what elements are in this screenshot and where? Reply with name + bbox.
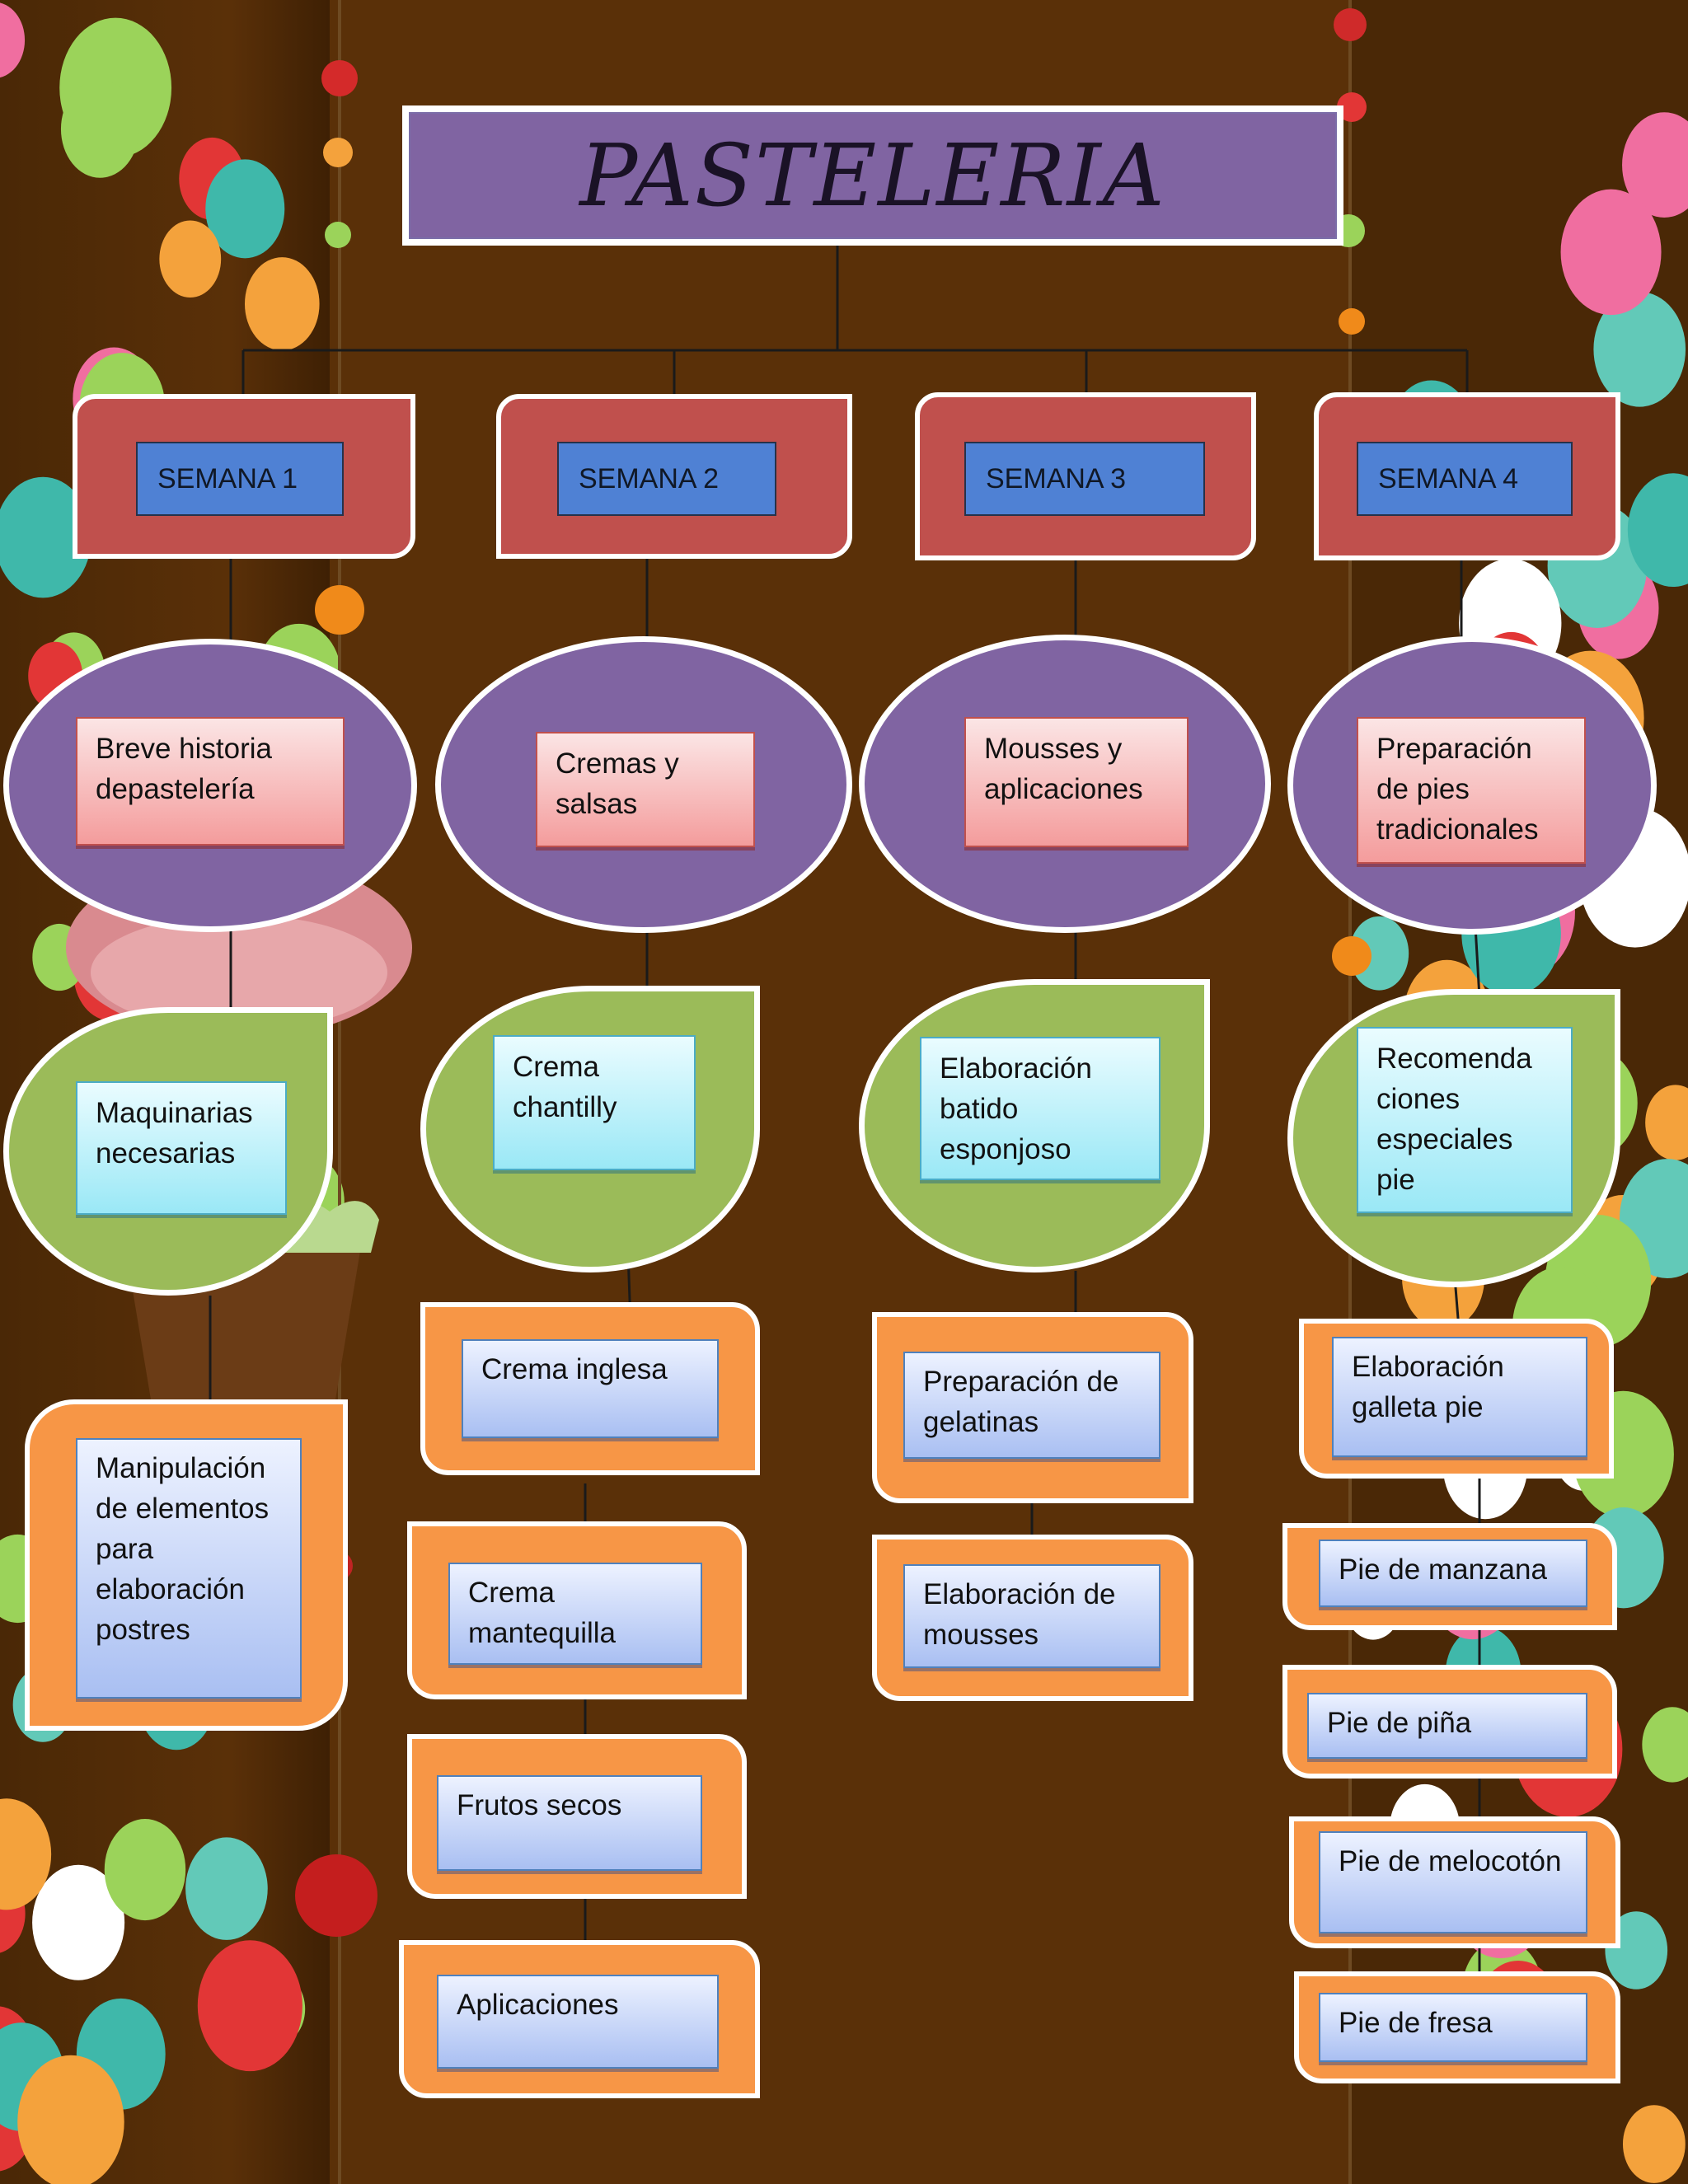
subtopic-label-3: Elaboración batido esponjoso <box>920 1037 1160 1180</box>
item-label-4-2: Pie de manzana <box>1319 1540 1587 1607</box>
item-label-4-4: Pie de melocotón <box>1319 1831 1587 1933</box>
item-label-3-1: Preparación de gelatinas <box>903 1352 1160 1459</box>
topic-label-2: Cremas y salsas <box>536 732 755 847</box>
polka-dot <box>159 220 222 298</box>
polka-dot <box>1593 292 1686 407</box>
topic-label-1: Breve historia depastelería <box>76 717 345 846</box>
week-label-4: SEMANA 4 <box>1357 442 1573 516</box>
polka-dot <box>0 2 26 78</box>
polka-dot <box>1622 112 1688 218</box>
polka-dot <box>1642 1707 1688 1783</box>
subtopic-label-2: Crema chantilly <box>493 1035 696 1170</box>
item-label-2-3: Frutos secos <box>437 1775 702 1871</box>
polka-dot <box>185 1837 268 1940</box>
week-label-1: SEMANA 1 <box>136 442 344 516</box>
item-label-4-3: Pie de piña <box>1307 1693 1587 1759</box>
polka-dot <box>1349 916 1409 991</box>
diagram-title-box: PASTELERIA <box>402 105 1343 246</box>
polka-dot <box>1622 2105 1686 2183</box>
polka-dot <box>205 159 285 259</box>
subtopic-label-4: Recomenda ciones especiales pie <box>1357 1027 1573 1213</box>
item-label-2-2: Crema mantequilla <box>448 1563 702 1665</box>
item-label-2-1: Crema inglesa <box>462 1339 719 1438</box>
subtopic-label-1: Maquinarias necesarias <box>76 1081 287 1215</box>
week-label-3: SEMANA 3 <box>964 442 1205 516</box>
polka-dot <box>197 1940 302 2072</box>
item-label-4-5: Pie de fresa <box>1319 1993 1587 2062</box>
polka-dot <box>1605 1911 1668 1990</box>
polka-dot <box>104 1819 186 1921</box>
topic-label-3: Mousses y aplicaciones <box>964 717 1189 847</box>
polka-dot <box>1645 1085 1688 1160</box>
polka-dot <box>1627 473 1688 588</box>
polka-dot <box>32 1864 125 1980</box>
item-label-4-1: Elaboración galleta pie <box>1332 1337 1587 1457</box>
polka-dot <box>244 257 320 351</box>
polka-dot <box>17 2055 124 2184</box>
diagram-title: PASTELERIA <box>579 125 1166 226</box>
polka-dot <box>1560 189 1662 316</box>
polka-dot <box>0 1798 52 1910</box>
item-label-3-2: Elaboración de mousses <box>903 1564 1160 1668</box>
item-label-1-1: Manipulación de elementos para elaboraci… <box>76 1438 302 1699</box>
item-label-2-4: Aplicaciones <box>437 1975 719 2069</box>
topic-label-4: Preparación de pies tradicionales <box>1357 717 1586 864</box>
week-label-2: SEMANA 2 <box>557 442 776 516</box>
polka-dot <box>0 476 91 598</box>
topic-ellipse-1 <box>3 639 417 932</box>
polka-dot <box>60 80 139 178</box>
